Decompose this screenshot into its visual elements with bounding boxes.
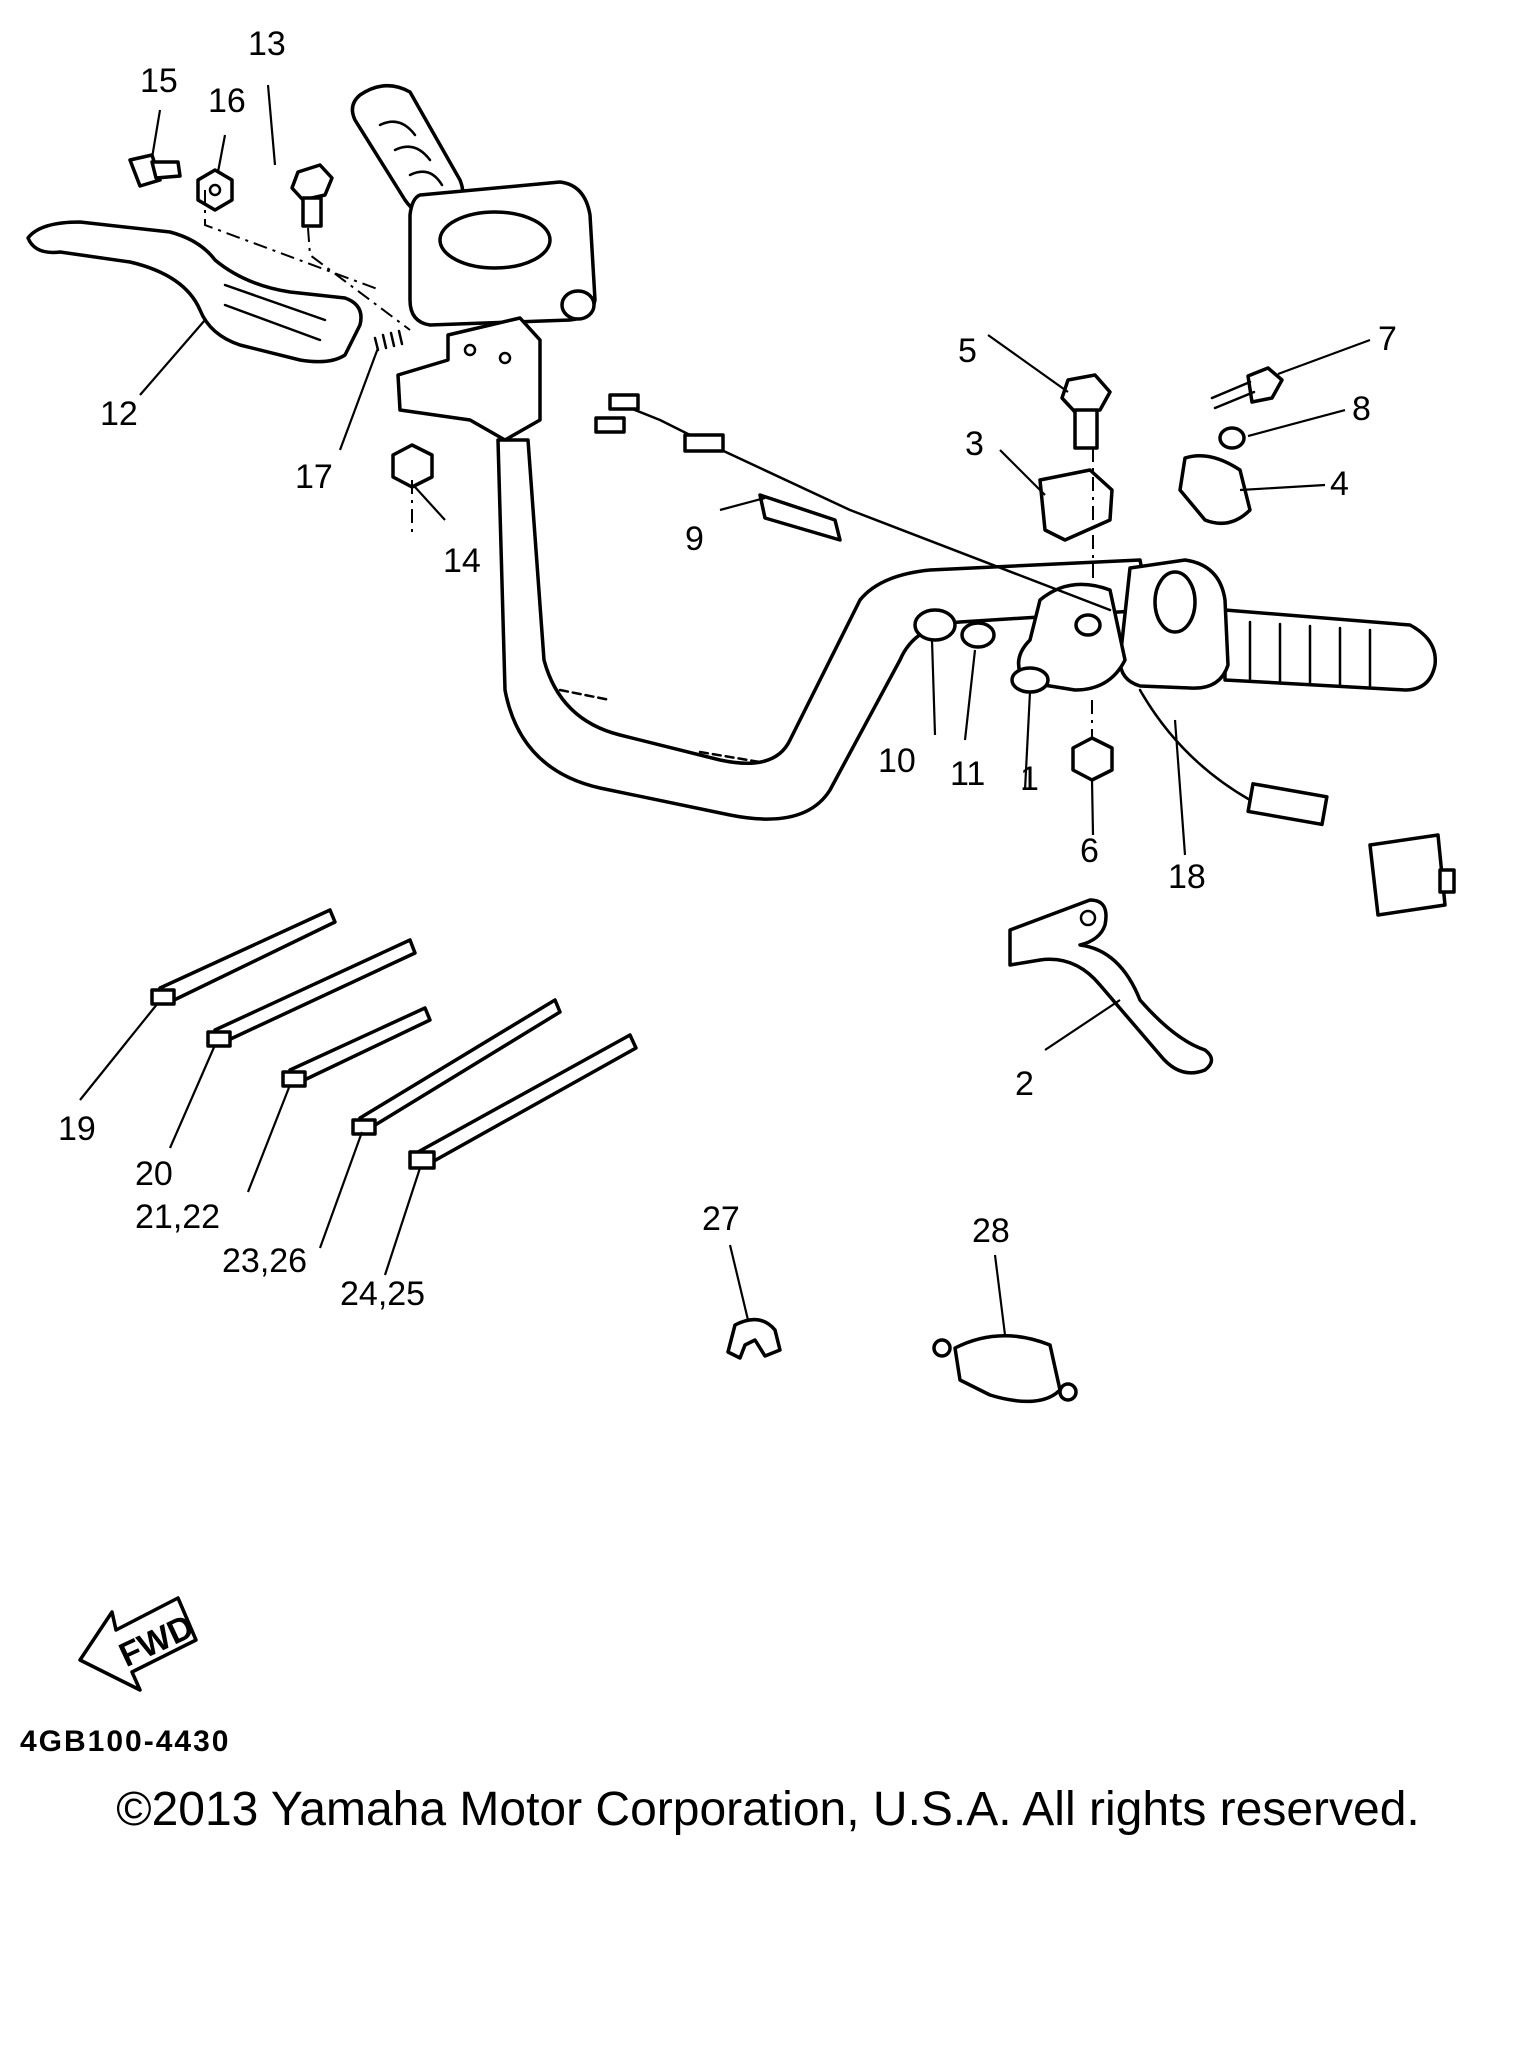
nut-14 <box>391 443 434 489</box>
spring-17 <box>373 329 404 352</box>
cable-tie-19 <box>150 908 337 1006</box>
callout-27: 27 <box>702 1200 740 1238</box>
screw-7 <box>1210 366 1284 410</box>
callout-9: 9 <box>685 520 704 558</box>
clip-27 <box>726 1317 782 1360</box>
copyright-notice: ©2013 Yamaha Motor Corporation, U.S.A. A… <box>116 1783 1420 1836</box>
right-switch-housing <box>1118 558 1230 690</box>
band-28 <box>932 1333 1078 1404</box>
clamp-11 <box>960 621 996 649</box>
callout-12: 12 <box>100 395 138 433</box>
leader-lines <box>79 84 1371 1336</box>
callout-5: 5 <box>958 332 977 370</box>
callout-20: 20 <box>135 1155 173 1193</box>
callout-16: 16 <box>208 82 246 120</box>
callout-3: 3 <box>965 425 984 463</box>
callout-24-25: 24,25 <box>340 1275 425 1313</box>
callout-6: 6 <box>1080 832 1099 870</box>
drawing-code: 4GB100-4430 <box>20 1725 231 1758</box>
nut-16 <box>196 168 234 212</box>
callout-8: 8 <box>1352 390 1371 428</box>
callout-7: 7 <box>1378 320 1397 358</box>
callout-21-22: 21,22 <box>135 1198 220 1236</box>
callout-18: 18 <box>1168 858 1206 896</box>
left-lever-holder <box>396 316 542 442</box>
washer-8 <box>1218 426 1246 450</box>
callout-14: 14 <box>443 542 481 580</box>
cable-tie-21-22 <box>281 1006 432 1088</box>
callout-19: 19 <box>58 1110 96 1148</box>
bolt-5 <box>1060 373 1112 450</box>
collar-10 <box>913 608 957 642</box>
part-1 <box>1010 666 1050 694</box>
callout-15: 15 <box>140 62 178 100</box>
left-brake-lever <box>26 220 363 364</box>
nut-6 <box>1071 736 1114 782</box>
right-lever-holder <box>1016 582 1127 692</box>
switch-wire-18 <box>1138 688 1456 917</box>
bolt-13 <box>290 163 334 228</box>
callout-28: 28 <box>972 1212 1010 1250</box>
callout-1: 1 <box>1020 760 1039 798</box>
cable-9 <box>594 393 1112 612</box>
cable-tie-20 <box>206 938 417 1048</box>
bolt-15 <box>128 153 182 188</box>
callout-10: 10 <box>878 742 916 780</box>
bracket-3 <box>1038 468 1114 542</box>
left-switch-housing <box>408 180 597 327</box>
callout-numbers: 1 2 3 4 5 6 7 8 9 10 11 12 13 14 15 16 1… <box>58 25 1397 1313</box>
right-clutch-lever <box>1008 898 1214 1075</box>
cable-tie-23-26 <box>351 998 562 1136</box>
callout-13: 13 <box>248 25 286 63</box>
right-grip <box>1223 608 1438 692</box>
clamp-4 <box>1178 454 1252 526</box>
cable-tie-24-25 <box>408 1033 638 1170</box>
fwd-arrow-icon: FWD <box>78 1596 200 1692</box>
callout-23-26: 23,26 <box>222 1242 307 1280</box>
callout-4: 4 <box>1330 465 1349 503</box>
callout-11: 11 <box>950 755 985 793</box>
callout-2: 2 <box>1015 1065 1034 1103</box>
callout-17: 17 <box>295 458 333 496</box>
